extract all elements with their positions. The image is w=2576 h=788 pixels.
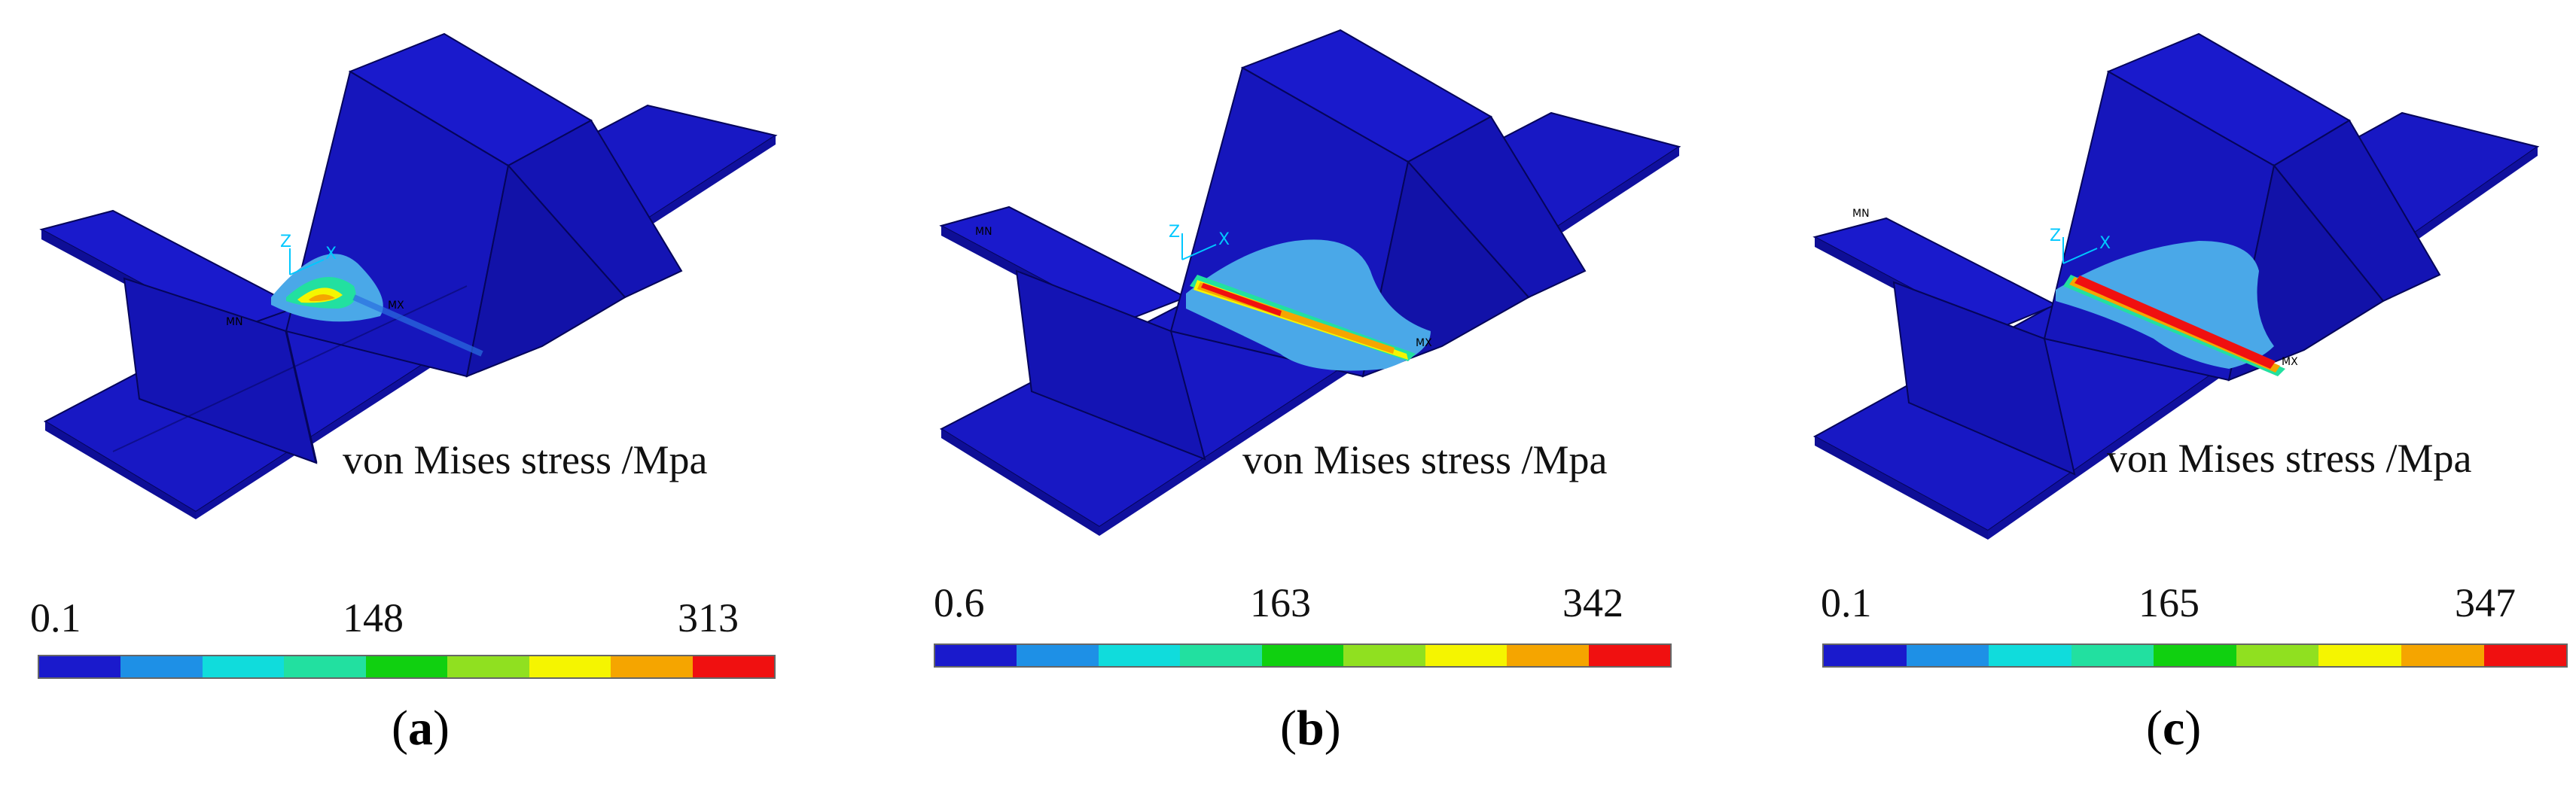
- base-plate-front: [45, 421, 196, 519]
- panel-b: Z X MN MX von Mises stress /Mpa 0.6 163 …: [889, 0, 1747, 788]
- colorbar-segment-2: [1906, 645, 1989, 666]
- panel-caption: (c): [2146, 701, 2202, 756]
- node-min-tag: MN: [226, 316, 243, 328]
- colorbar-segment-8: [1507, 645, 1589, 666]
- colorbar-segment-8: [611, 656, 693, 677]
- axis-z-label: Z: [2050, 227, 2061, 245]
- node-max-tag: MX: [2282, 356, 2298, 368]
- colorbar-segment-1: [935, 645, 1017, 666]
- colorbar-segment-7: [2318, 645, 2401, 666]
- colorbar: [1822, 643, 2568, 668]
- axis-x-label: X: [1218, 230, 1230, 249]
- colorbar-segment-4: [2071, 645, 2154, 666]
- colorbar: [38, 655, 776, 679]
- base-plate-front: [941, 429, 1099, 536]
- colorbar-segment-4: [1180, 645, 1262, 666]
- stress-hotspot-b: [1186, 239, 1431, 371]
- panel-c: Z X MN MX von Mises stress /Mpa 0.1 165 …: [1777, 0, 2575, 788]
- colorbar-segment-9: [2483, 645, 2567, 666]
- stress-label: von Mises stress /Mpa: [343, 437, 708, 482]
- node-max-tag: MX: [388, 300, 404, 312]
- box-inner: [2227, 163, 2385, 382]
- node-max-tag: MX: [1416, 337, 1432, 349]
- colorbar-segment-7: [529, 656, 611, 677]
- colorbar-segment-9: [692, 656, 774, 677]
- colorbar-segment-5: [1261, 645, 1344, 666]
- axis-triad-b: Z X: [1169, 223, 1230, 260]
- colorbar-segment-7: [1425, 645, 1507, 666]
- colorbar-segment-6: [447, 656, 529, 677]
- scale-mid-label: 165: [2139, 580, 2200, 625]
- colorbar-segment-3: [202, 656, 285, 677]
- colorbar-segment-2: [120, 656, 203, 677]
- node-min-tag: MN: [1852, 208, 1870, 220]
- scale-min-label: 0.1: [30, 595, 81, 640]
- scale-mid-label: 148: [343, 595, 404, 640]
- scale-min-label: 0.1: [1821, 580, 1872, 625]
- scale-max-label: 342: [1562, 580, 1623, 625]
- colorbar-segment-1: [39, 656, 121, 677]
- axis-triad-c: Z X: [2050, 227, 2111, 264]
- colorbar: [934, 643, 1672, 668]
- stress-hotspot-c: [2056, 241, 2285, 376]
- colorbar-segment-3: [1989, 645, 2071, 666]
- colorbar-segment-4: [284, 656, 366, 677]
- colorbar-segment-2: [1017, 645, 1099, 666]
- colorbar-segment-5: [2154, 645, 2236, 666]
- fea-model-a: Z X MN MX: [39, 32, 778, 519]
- panel-caption: (a): [392, 701, 450, 756]
- colorbar-segment-3: [1098, 645, 1181, 666]
- box-inner: [465, 163, 626, 378]
- colorbar-segment-5: [365, 656, 448, 677]
- scale-max-label: 313: [678, 595, 739, 640]
- axis-z-label: Z: [1169, 223, 1180, 242]
- fea-model-c: Z X MN MX: [1812, 32, 2540, 540]
- node-min-tag: MN: [975, 226, 992, 238]
- colorbar-segment-6: [1343, 645, 1425, 666]
- colorbar-segment-8: [2401, 645, 2484, 666]
- left-web: [1892, 281, 2076, 476]
- scale-min-label: 0.6: [934, 580, 985, 625]
- stress-label: von Mises stress /Mpa: [1242, 437, 1608, 482]
- axis-x-label: X: [2099, 234, 2111, 253]
- axis-z-label: Z: [280, 233, 291, 251]
- scale-mid-label: 163: [1250, 580, 1311, 625]
- panel-a: Z X MN MX von Mises stress /Mpa 0.1 148 …: [0, 0, 858, 788]
- colorbar-segment-1: [1824, 645, 1907, 666]
- base-plate-front: [1815, 437, 1988, 540]
- axis-triad-a: Z X: [280, 233, 337, 275]
- colorbar-segment-9: [1588, 645, 1670, 666]
- fea-model-b: Z X MN MX: [939, 29, 1681, 536]
- stress-label: von Mises stress /Mpa: [2107, 436, 2472, 481]
- panel-caption: (b): [1280, 701, 1341, 756]
- colorbar-segment-6: [2236, 645, 2319, 666]
- scale-max-label: 347: [2455, 580, 2516, 625]
- axis-x-label: X: [325, 245, 337, 263]
- left-web: [1015, 269, 1206, 461]
